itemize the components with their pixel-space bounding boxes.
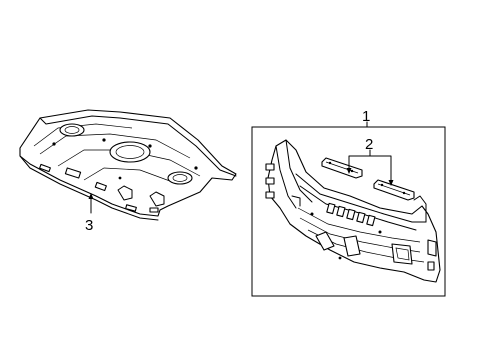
- rear-panel-part: [265, 139, 441, 283]
- callout-3-label: 3: [85, 217, 93, 234]
- callout-1-label: 1: [362, 108, 370, 125]
- bracket-part-right: [373, 179, 415, 201]
- part-1-frame: [251, 126, 446, 297]
- callout-3: 3: [85, 193, 94, 234]
- callout-1: 1: [362, 108, 370, 128]
- callout-2-label: 2: [365, 136, 373, 153]
- callout-2: 2: [346, 136, 394, 186]
- package-tray-part: [19, 109, 237, 221]
- bracket-part-left: [321, 157, 363, 179]
